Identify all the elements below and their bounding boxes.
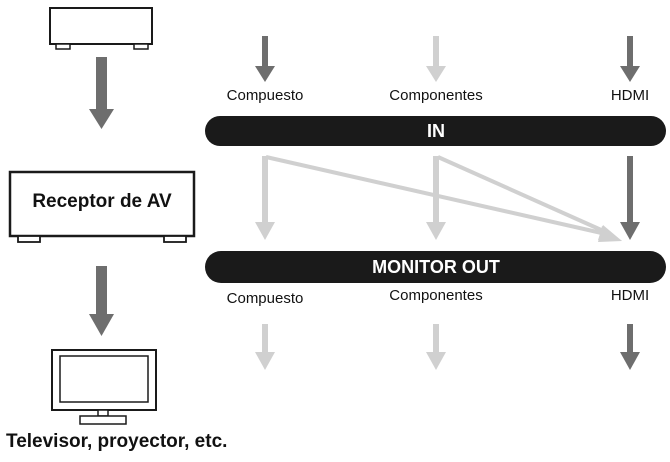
input-label-hdmi: HDMI (610, 87, 650, 104)
route-composite-straight (255, 156, 275, 240)
output-label-component: Componentes (389, 287, 483, 304)
output-component-arrow (426, 324, 446, 370)
input-hdmi-arrow (620, 36, 640, 82)
output-label-composite: Compuesto (226, 290, 304, 307)
display-caption: Televisor, proyector, etc. (6, 431, 228, 452)
route-component-straight (426, 156, 446, 240)
route-component-to-hdmi (437, 155, 622, 241)
monitor-out-bar (205, 251, 666, 283)
input-bar (205, 116, 666, 146)
source-to-receiver-arrow (89, 57, 114, 129)
route-hdmi-straight (620, 156, 640, 240)
source-device-icon (49, 7, 153, 50)
output-composite-arrow (255, 324, 275, 370)
input-component-arrow (426, 36, 446, 82)
input-label-composite: Compuesto (226, 87, 304, 104)
input-composite-arrow (255, 36, 275, 82)
input-label-component: Componentes (389, 87, 483, 104)
output-label-hdmi: HDMI (610, 287, 650, 304)
television-icon (51, 349, 157, 425)
monitor-out-bar-label: MONITOR OUT (372, 257, 500, 277)
av-receiver-icon (8, 170, 196, 243)
input-bar-label: IN (427, 121, 445, 141)
output-hdmi-arrow (620, 324, 640, 370)
route-composite-to-hdmi (265, 155, 622, 242)
receiver-label: Receptor de AV (32, 191, 172, 212)
receiver-to-display-arrow (89, 266, 114, 336)
